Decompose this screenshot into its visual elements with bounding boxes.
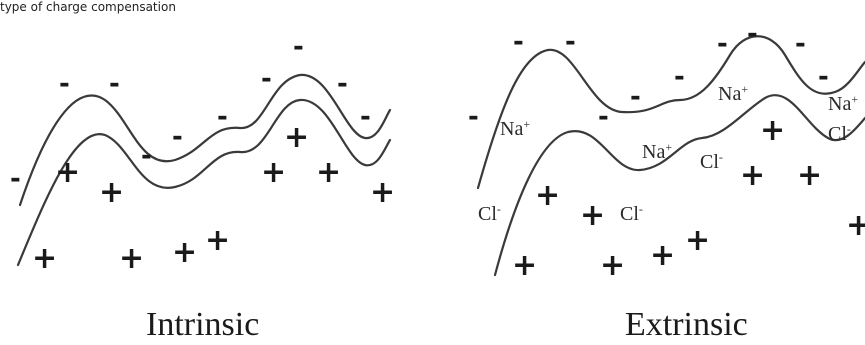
intrinsic-upper-membrane [18,73,392,207]
extrinsic-minus-sign: - [630,82,641,112]
extrinsic-plus-sign: + [512,248,537,283]
intrinsic-minus-sign: - [293,32,304,62]
intrinsic-plus-sign: + [55,155,80,190]
extrinsic-plus-sign: + [600,248,625,283]
extrinsic-panel: - - - - - - - - - - + + + + + + + + + + … [468,19,865,343]
extrinsic-plus-sign: + [580,198,605,233]
intrinsic-minus-sign: - [59,69,70,99]
intrinsic-plus-sign: + [32,241,57,276]
extrinsic-upper-membrane [476,35,865,190]
extrinsic-plus-sign: + [740,158,765,193]
extrinsic-minus-sign: - [674,62,685,92]
intrinsic-lower-membrane [16,98,392,267]
intrinsic-plus-sign: + [172,235,197,270]
intrinsic-plus-sign: + [261,155,286,190]
extrinsic-minus-sign: - [598,102,609,132]
chloride-ion-label: Cl- [620,202,643,225]
intrinsic-minus-sign: - [217,102,228,132]
intrinsic-plus-sign: + [370,175,395,210]
extrinsic-lower-membrane [493,94,865,277]
intrinsic-caption: Intrinsic [146,306,259,343]
extrinsic-minus-sign: - [795,29,806,59]
extrinsic-caption: Extrinsic [625,306,748,343]
extrinsic-minus-sign: - [717,29,728,59]
chloride-ion-label: Cl- [828,122,851,145]
intrinsic-plus-sign: + [119,241,144,276]
sodium-ion-label: Na+ [642,140,672,163]
intrinsic-plus-sign: + [284,120,309,155]
extrinsic-plus-sign: + [846,208,865,243]
extrinsic-minus-sign: - [747,19,758,49]
extrinsic-minus-sign: - [565,27,576,57]
sodium-ion-label: Na+ [500,117,530,140]
sodium-ion-label: Na+ [718,82,748,105]
extrinsic-minus-sign: - [468,102,479,132]
extrinsic-minus-sign: - [818,62,829,92]
intrinsic-minus-sign: - [109,69,120,99]
intrinsic-plus-sign: + [316,155,341,190]
extrinsic-plus-sign: + [650,238,675,273]
extrinsic-plus-sign: + [797,158,822,193]
intrinsic-minus-sign: - [172,122,183,152]
extrinsic-plus-sign: + [685,223,710,258]
intrinsic-panel: - - - - - - - - - - + + + + + + + + + + … [10,32,395,343]
intrinsic-minus-sign: - [10,164,21,194]
extrinsic-plus-sign: + [535,178,560,213]
intrinsic-minus-sign: - [261,64,272,94]
sodium-ion-label: Na+ [828,92,858,115]
extrinsic-plus-sign: + [760,113,785,148]
extrinsic-minus-sign: - [513,27,524,57]
header-text: type of charge compensation [0,0,176,14]
intrinsic-minus-sign: - [141,141,152,171]
intrinsic-plus-sign: + [205,223,230,258]
chloride-ion-label: Cl- [700,150,723,173]
intrinsic-minus-sign: - [360,102,371,132]
chloride-ion-label: Cl- [478,202,501,225]
intrinsic-minus-sign: - [337,69,348,99]
intrinsic-plus-sign: + [99,175,124,210]
